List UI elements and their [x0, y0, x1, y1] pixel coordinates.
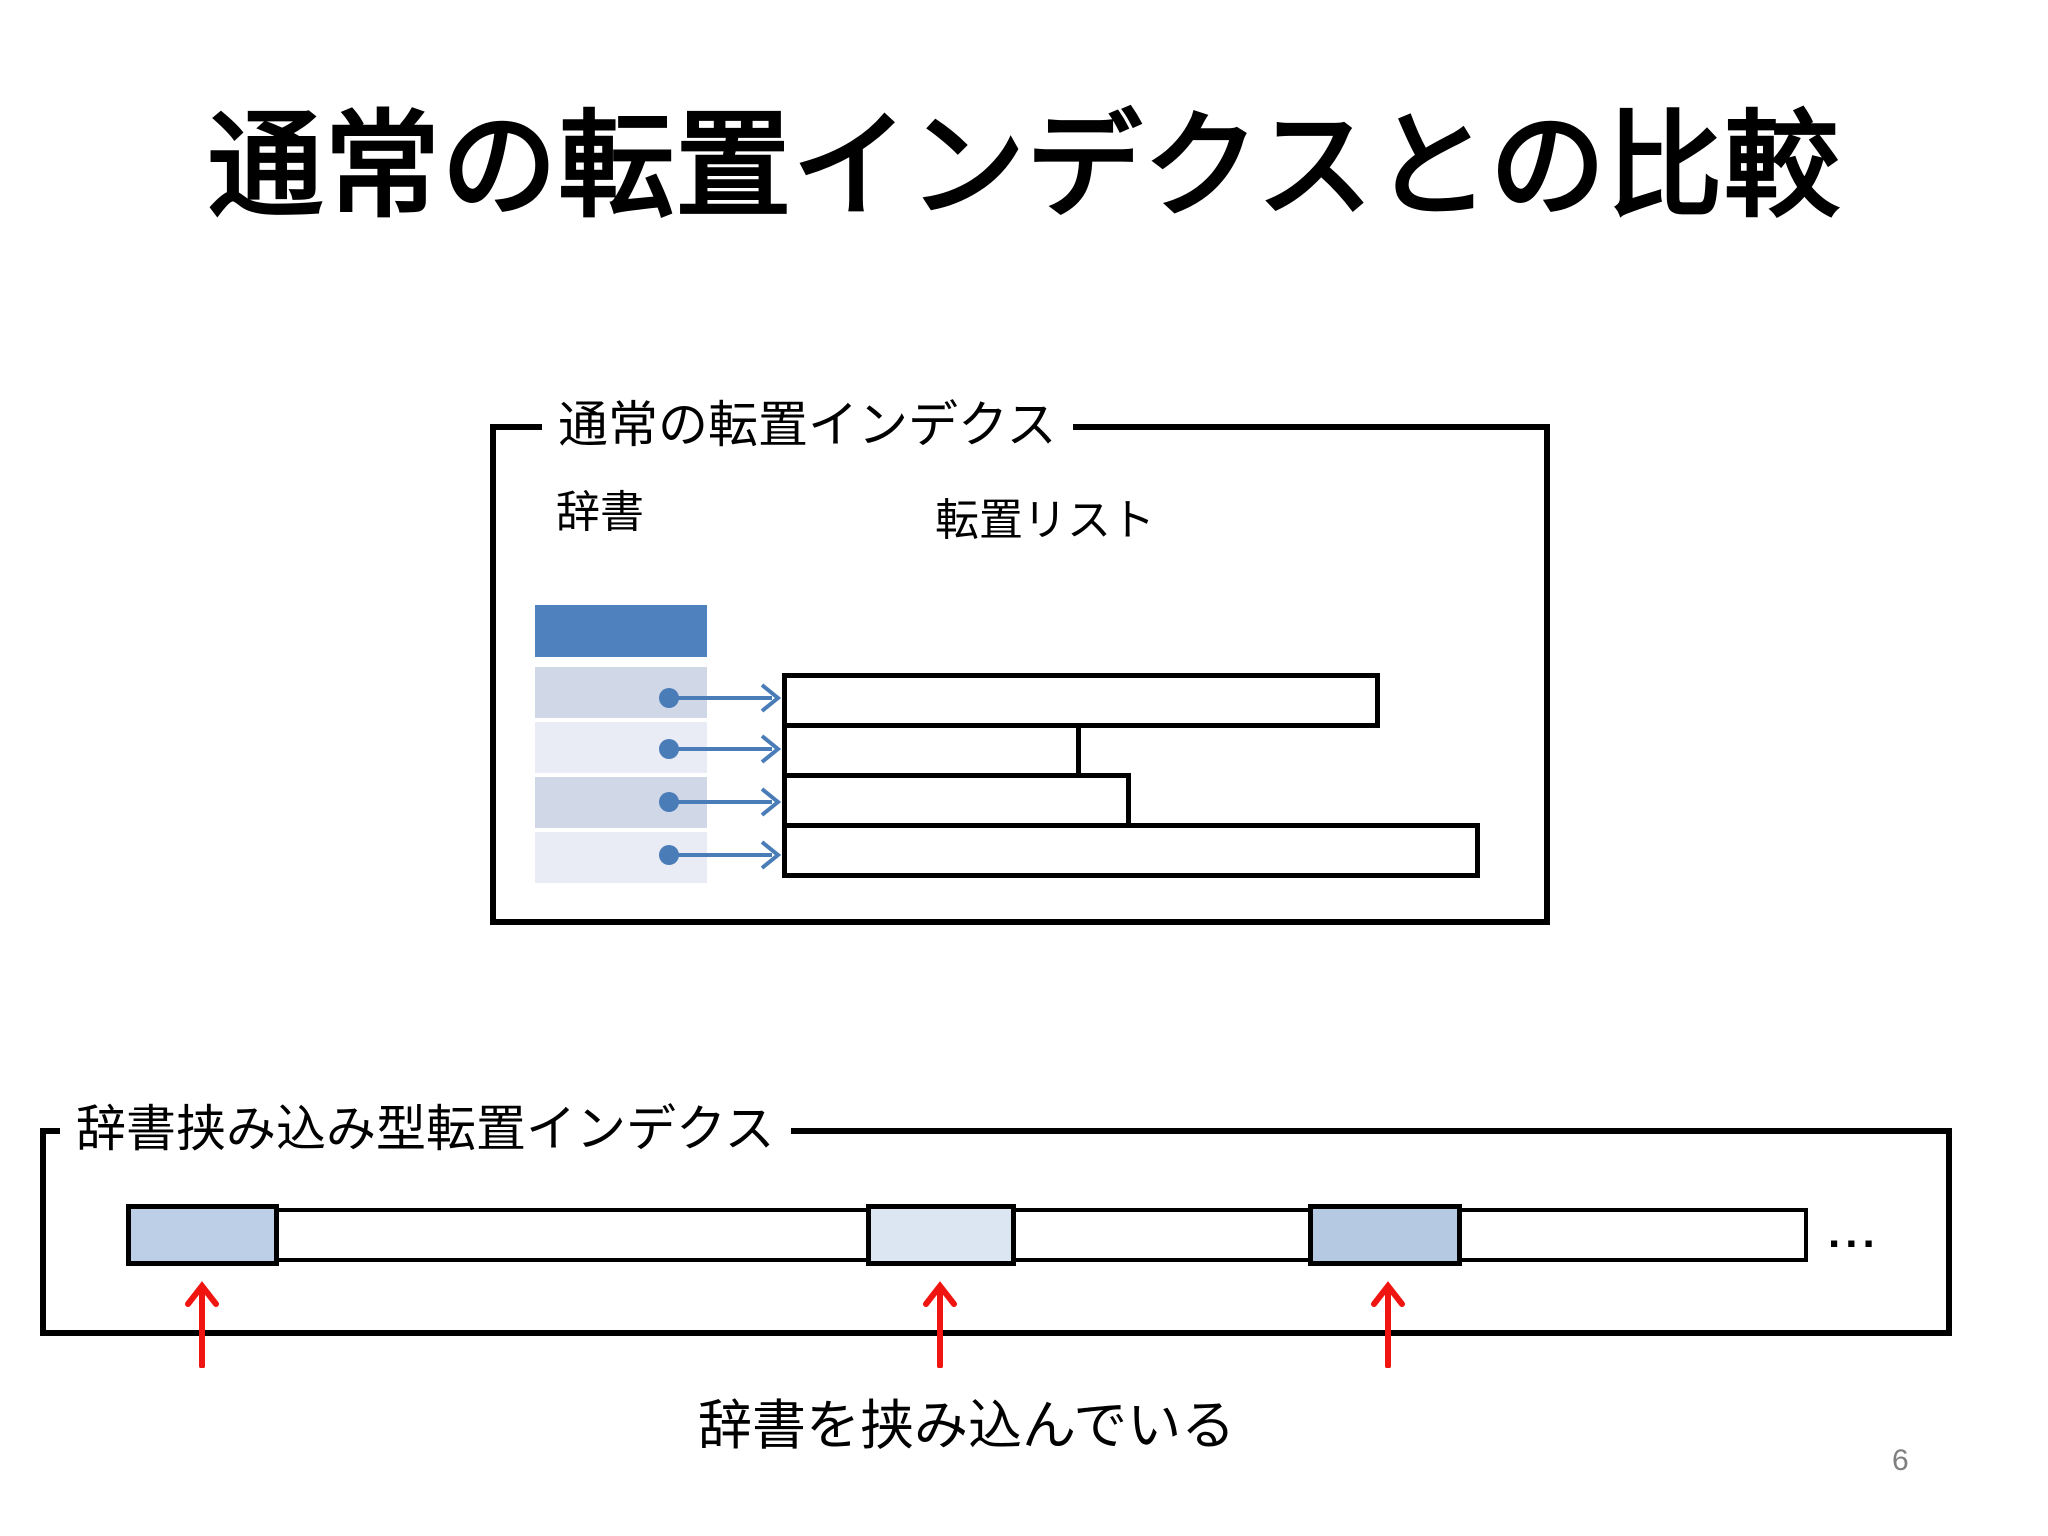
caption-text: 辞書を挟み込んでいる: [698, 1396, 1236, 1456]
page-number: 6: [1892, 1444, 1909, 1477]
pointer-arrow-icon: [659, 734, 782, 764]
postings-bar: [782, 723, 1081, 778]
pointer-arrow-icon: [659, 683, 782, 713]
panel-label: 通常の転置インデクス: [542, 396, 1073, 454]
postings-bar: [782, 823, 1480, 878]
up-arrow-icon: [923, 1281, 957, 1368]
dictionary-segment: [1308, 1204, 1462, 1266]
dictionary-row: [535, 667, 707, 718]
postings-bar: [782, 773, 1131, 828]
slide-title: 通常の転置インデクスとの比較: [207, 101, 1841, 231]
dictionary-table: [535, 605, 707, 887]
postings-lists: [782, 673, 1480, 878]
dictionary-segment: [126, 1204, 279, 1266]
ellipsis-label: ...: [1828, 1208, 1880, 1257]
dictionary-header-cell: [535, 605, 707, 657]
dictionary-segment: [866, 1204, 1016, 1266]
panel-label: 辞書挟み込み型転置インデクス: [60, 1100, 791, 1158]
pointer-arrows-icon: [659, 683, 782, 870]
dictionary-label: 辞書: [556, 488, 644, 537]
up-arrow-icon: [185, 1281, 219, 1368]
pointer-arrow-icon: [659, 787, 782, 817]
postings-list-label: 転置リスト: [935, 496, 1155, 545]
pointer-arrow-icon: [659, 840, 782, 870]
up-arrow-icon: [1371, 1281, 1405, 1368]
interleaved-index-panel: 辞書挟み込み型転置インデクス ...: [40, 1100, 1952, 1336]
normal-inverted-index-panel: 通常の転置インデクス 辞書 転置リスト: [490, 396, 1550, 925]
postings-bar: [782, 673, 1380, 728]
